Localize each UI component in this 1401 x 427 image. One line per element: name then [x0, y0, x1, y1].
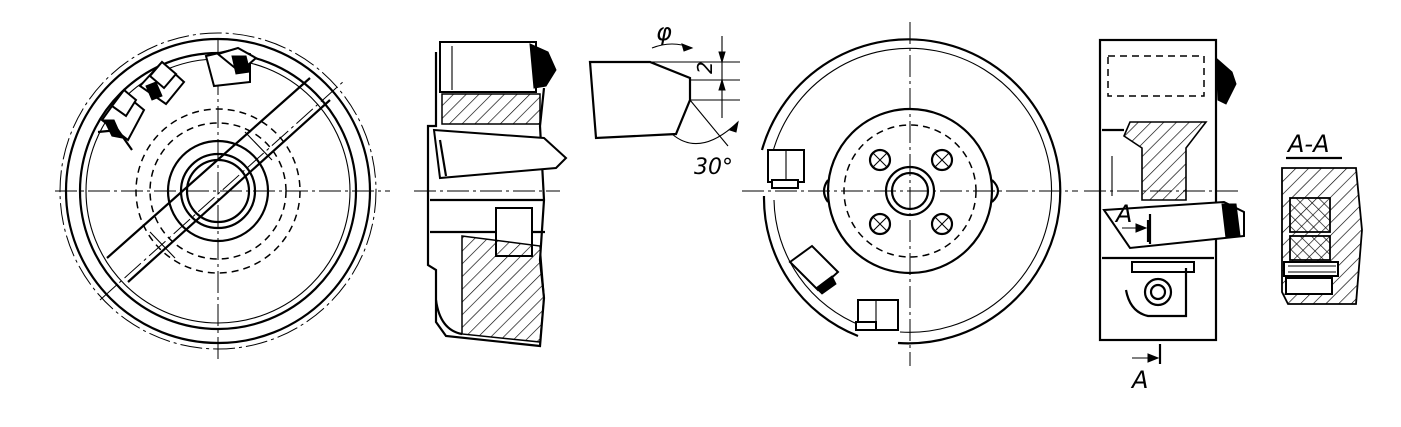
dim-arrow-top — [718, 51, 726, 64]
hub-outer — [166, 139, 270, 243]
lower-curve — [434, 299, 463, 336]
body-outline-2 — [1098, 38, 1218, 342]
top-insert-tip-2 — [1215, 56, 1237, 105]
outer-ring-2 — [771, 47, 1053, 333]
thirty-ref — [689, 99, 729, 147]
thirty-arc — [671, 121, 739, 145]
insert-6 — [855, 299, 899, 331]
key-bump-left — [822, 179, 829, 203]
insert-1 — [100, 88, 146, 142]
outer-contour-2 — [760, 38, 1062, 345]
section-base — [1285, 277, 1333, 295]
hub-flange-2 — [826, 107, 994, 275]
center-line-diag — [99, 79, 346, 301]
hub-bore-2-inner — [890, 171, 930, 211]
section-insert-lower — [1289, 235, 1331, 261]
section-marker-lower-label: A — [1130, 366, 1148, 394]
slot-line-lower — [127, 99, 331, 283]
section-title: A-A — [1286, 130, 1330, 158]
cutter-front-view — [55, 32, 390, 362]
tool-shank — [432, 128, 568, 180]
bolt-circle-2 — [843, 124, 977, 258]
outer-dash-circle — [59, 32, 377, 350]
insert-profile — [588, 60, 692, 140]
insert-4 — [767, 149, 805, 189]
outer-contour — [64, 37, 372, 345]
insert-pocket — [97, 128, 133, 151]
cutter-side-section — [414, 41, 568, 348]
section-marker-upper-label: A — [1114, 200, 1132, 228]
insert-5 — [788, 244, 840, 295]
bolt-hole-4 — [930, 212, 954, 236]
top-block — [439, 41, 537, 93]
tool-shank-edge — [438, 139, 448, 177]
phi-arrow — [681, 43, 694, 52]
clamp-block-2 — [1131, 261, 1195, 273]
dim-two-label: 2 — [693, 61, 717, 74]
insert-2 — [138, 60, 186, 106]
pin-inner-2 — [1149, 283, 1167, 301]
lower-left-arc-2 — [762, 195, 859, 338]
bolt-hole-1 — [868, 148, 892, 172]
cutter-front-view-2 — [742, 22, 1078, 366]
slot-arrow-b — [149, 231, 176, 259]
key-bump — [991, 179, 1000, 203]
section-a-a: A-A — [1281, 130, 1363, 305]
bolt-hole-2 — [930, 148, 954, 172]
insert-3 — [204, 46, 258, 88]
section-slot — [1283, 261, 1339, 277]
slot-line-upper — [106, 77, 311, 259]
slot-arrow-a — [244, 131, 273, 161]
tool-tip-dark-2 — [1221, 203, 1241, 239]
web-hatch-2 — [1123, 121, 1208, 201]
upper-hatch — [441, 93, 541, 125]
angle-thirty-label: 30° — [694, 155, 733, 180]
section-arrowhead-lower — [1147, 353, 1160, 363]
hub-bore-2 — [884, 165, 936, 217]
lower-hatch — [461, 235, 545, 343]
top-insert-tip — [529, 43, 557, 89]
pin-outer-2 — [1143, 277, 1173, 307]
section-arrowhead-upper — [1135, 223, 1148, 233]
hidden-bolt-circle — [149, 122, 287, 260]
tool-shank-2 — [1102, 200, 1245, 250]
bolt-hole-3 — [868, 212, 892, 236]
insert-detail: φ 2 30° — [588, 18, 740, 180]
section-insert-upper — [1289, 197, 1331, 233]
thirty-arrow — [729, 120, 739, 133]
cutter-side-section-2: A A — [1084, 38, 1245, 394]
hidden-recess — [135, 108, 301, 274]
hidden-top-2 — [1107, 55, 1205, 97]
lower-left-arc-2b — [773, 199, 863, 327]
pin-hole-2 — [1124, 268, 1188, 318]
angle-phi-label: φ — [656, 18, 672, 46]
dim-arrow-bot — [718, 78, 726, 91]
